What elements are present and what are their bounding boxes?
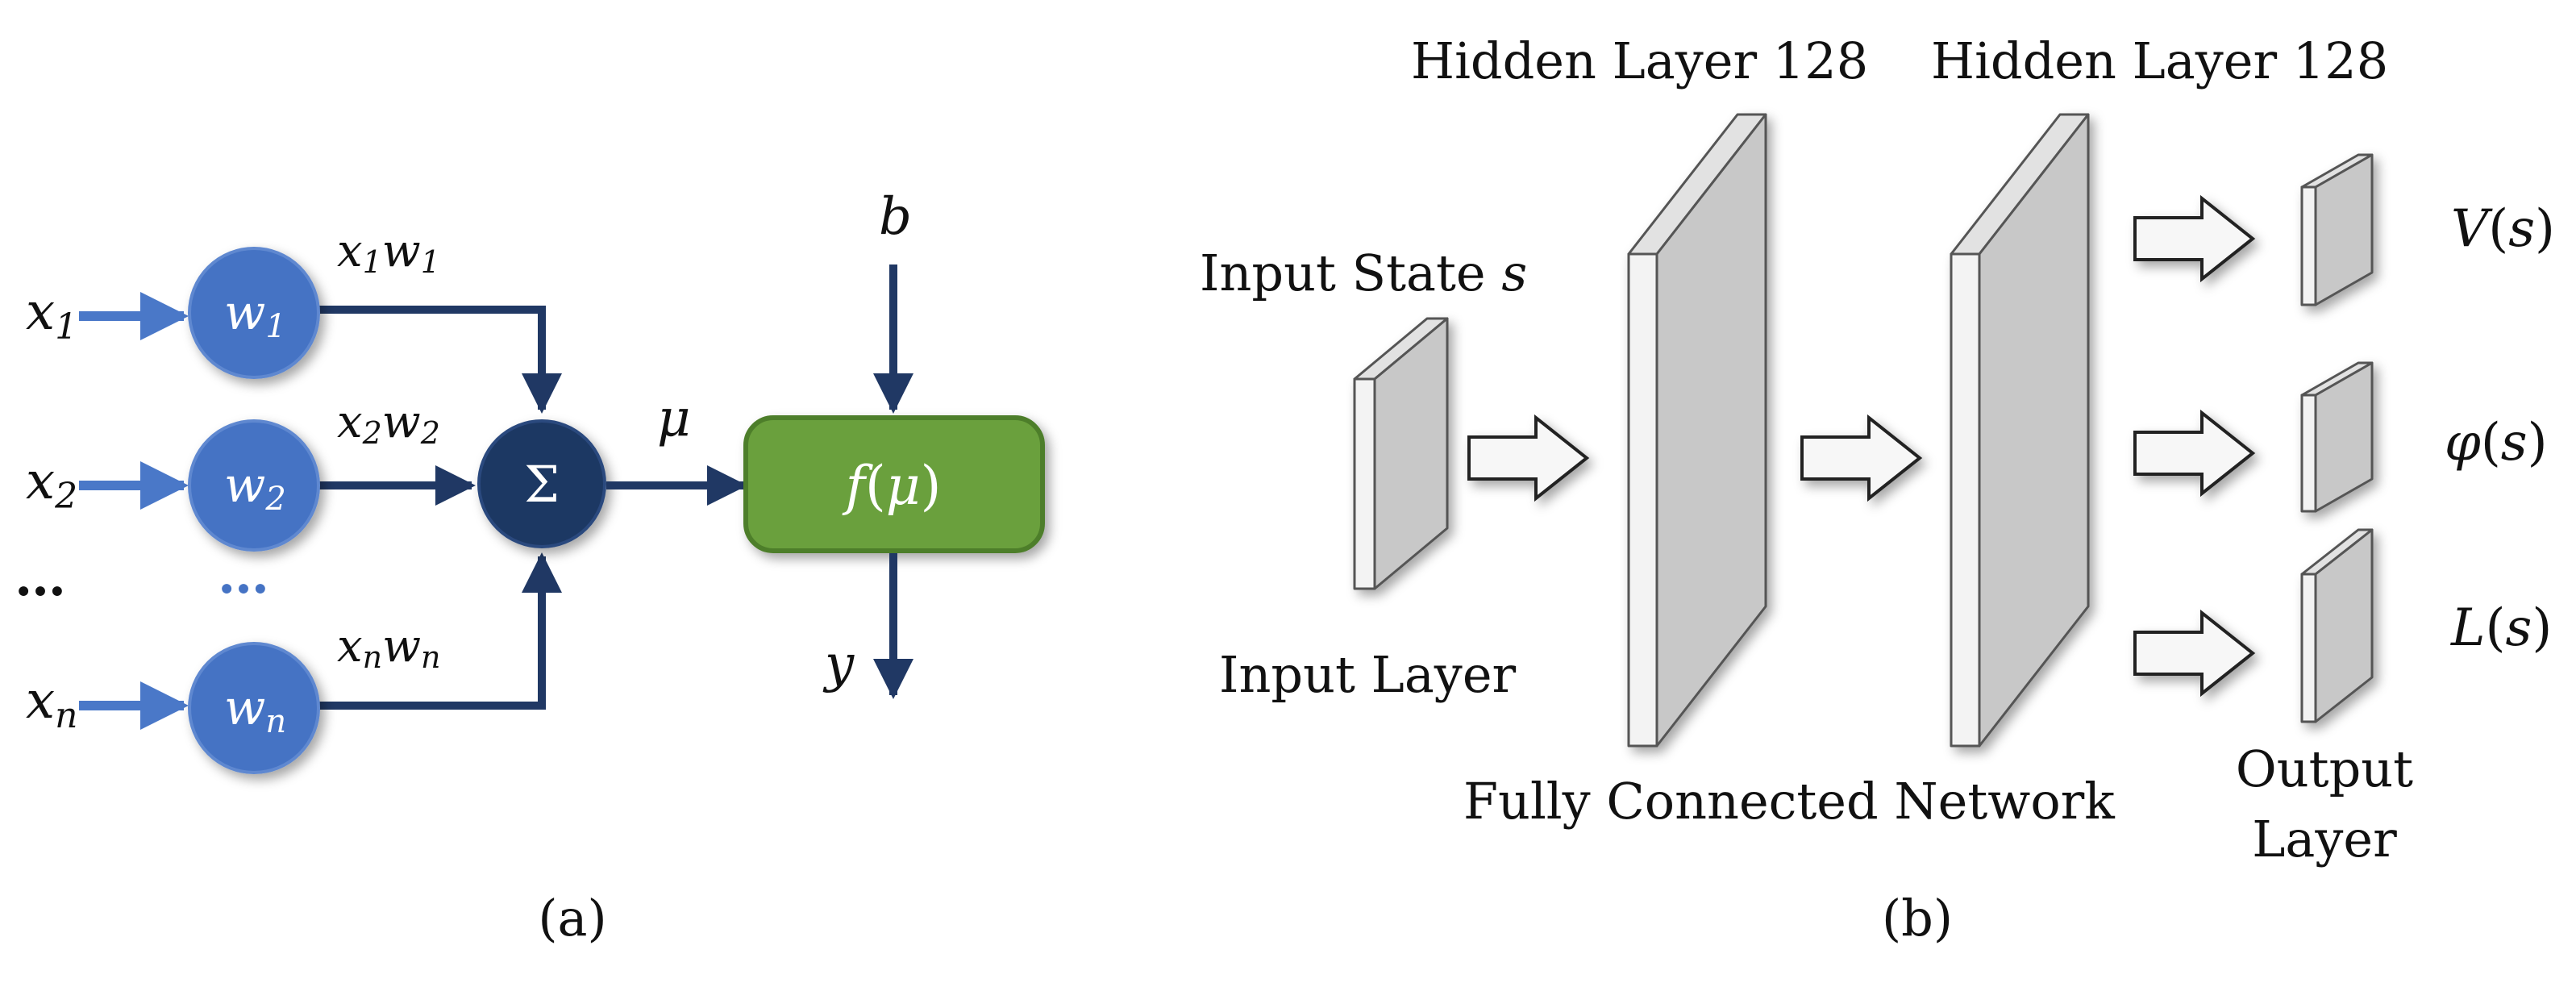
fully-connected-label: Fully Connected Network — [1463, 772, 2115, 831]
weight-node-n — [188, 642, 320, 774]
connector-w1 — [318, 306, 562, 414]
connector-wn — [318, 552, 562, 710]
weight-label-n: wn — [224, 680, 286, 740]
output-layer-label-line2: Layer — [2252, 810, 2397, 868]
activation-label: f(μ) — [842, 455, 942, 517]
input-state-label: Input State s — [1200, 244, 1527, 302]
activation-box — [743, 415, 1045, 553]
caption-a: (a) — [538, 889, 606, 948]
product-label-1: x1w1 — [337, 225, 440, 280]
output-layer-label-line1: Output — [2236, 739, 2413, 798]
input-arrows — [79, 292, 189, 730]
weight-label-2: w2 — [224, 457, 286, 518]
panel-a: x1 x2 xn … w1 w2 wn … x1w1 x2w2 xnwn Σ μ — [15, 187, 1045, 948]
output-slab-v — [2300, 153, 2374, 306]
input-layer-slab — [1353, 317, 1449, 590]
output-label-l: L(s) — [2450, 598, 2552, 658]
bias-label: b — [879, 187, 912, 247]
block-arrows — [1467, 194, 2256, 698]
product-label-n: xnwn — [337, 620, 441, 675]
panel-b: Input State s Input Layer Hidden Layer 1… — [1200, 31, 2555, 948]
sum-node — [477, 419, 606, 548]
weight-connectors — [318, 306, 562, 710]
output-label-v: V(s) — [2451, 199, 2555, 259]
hidden-layer-2-slab — [1950, 113, 2090, 748]
ellipsis-left: … — [15, 548, 66, 608]
hidden-layer-1-label: Hidden Layer 128 — [1411, 31, 1868, 90]
hidden-layer-2-label: Hidden Layer 128 — [1931, 31, 2388, 90]
input-label-2: x2 — [26, 452, 77, 517]
input-label-n: xn — [26, 671, 77, 736]
block-arrow-to-phi — [2133, 409, 2256, 498]
block-arrow-input-to-hidden1 — [1467, 414, 1590, 502]
output-slab-l — [2300, 528, 2374, 723]
weight-node-2 — [188, 419, 320, 552]
block-arrow-to-v — [2133, 194, 2256, 283]
mu-label: μ — [657, 389, 691, 448]
block-arrow-to-l — [2133, 609, 2256, 698]
input-layer-label: Input Layer — [1219, 645, 1517, 704]
weight-node-1 — [188, 247, 320, 379]
ellipsis-mid: … — [218, 545, 269, 606]
block-arrow-hidden1-to-hidden2 — [1800, 414, 1923, 502]
sum-symbol: Σ — [524, 455, 560, 514]
product-label-2: x2w2 — [337, 396, 440, 451]
caption-b: (b) — [1882, 889, 1953, 948]
output-slab-phi — [2300, 361, 2374, 513]
hidden-layer-1-slab — [1627, 113, 1767, 748]
output-label-phi: φ(s) — [2445, 413, 2548, 473]
weight-nodes — [188, 247, 320, 774]
input-label-1: x1 — [26, 282, 77, 348]
output-label: y — [822, 635, 855, 694]
weight-label-1: w1 — [224, 285, 286, 345]
